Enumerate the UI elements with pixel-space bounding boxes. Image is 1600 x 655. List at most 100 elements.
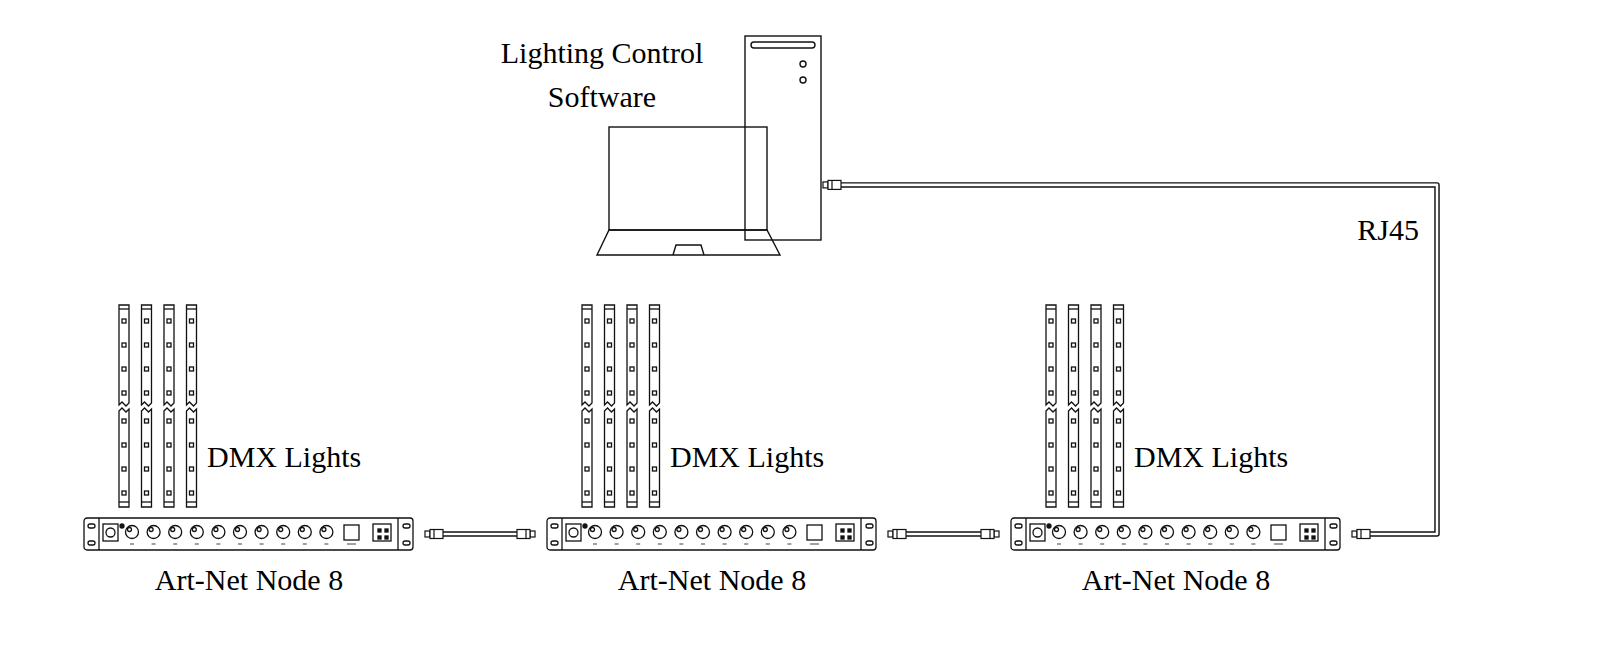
dmx-output (212, 526, 225, 545)
dmx-output (255, 526, 268, 545)
mount-hole (1015, 524, 1022, 528)
mount-hole (866, 541, 873, 545)
rack-unit-illustration (545, 516, 879, 554)
mount-hole (403, 541, 410, 545)
dmx-output (1053, 526, 1066, 545)
tower (745, 36, 821, 240)
rack-unit (547, 518, 876, 550)
dmx-output (234, 526, 247, 545)
dmx-light-group: DMX Lights (1039, 305, 1339, 510)
dmx-output (1204, 526, 1217, 545)
dmx-output (1247, 526, 1260, 545)
dmx-output (761, 526, 774, 545)
dmx-output (190, 526, 203, 545)
dmx-output (675, 526, 688, 545)
dmx-light-bars (112, 305, 212, 510)
lights-label: DMX Lights (670, 439, 824, 475)
light-bar (164, 305, 174, 507)
rj45-plug (981, 530, 999, 539)
light-bar (1114, 305, 1124, 507)
tower-button (800, 61, 806, 67)
mount-hole (88, 541, 95, 545)
dmx-output (697, 526, 710, 545)
laptop-screen (609, 127, 767, 230)
laptop-base (597, 230, 780, 255)
rack-unit-illustration (1009, 516, 1343, 554)
light-bar (119, 305, 129, 507)
tower-button (800, 77, 806, 83)
mount-hole (551, 541, 558, 545)
power-input (566, 524, 581, 541)
tower-slot (751, 42, 815, 48)
dmx-output (589, 526, 602, 545)
mount-hole (88, 524, 95, 528)
dmx-output (740, 526, 753, 545)
rj45-plug (1352, 530, 1370, 539)
dmx-light-group: DMX Lights (112, 305, 412, 510)
dmx-output (653, 526, 666, 545)
lights-label: DMX Lights (1134, 439, 1288, 475)
light-bar (605, 305, 615, 507)
light-bar (1046, 305, 1056, 507)
dmx-output (147, 526, 160, 545)
dmx-output (718, 526, 731, 545)
power-switch (1300, 524, 1318, 541)
dmx-output (1225, 526, 1238, 545)
light-bar (187, 305, 197, 507)
rj45-plug (517, 530, 535, 539)
dmx-output (1074, 526, 1087, 545)
computer-illustration (470, 30, 830, 292)
rj45-plug (425, 530, 443, 539)
dmx-output (320, 526, 333, 545)
device-label: Art-Net Node 8 (1009, 562, 1343, 598)
mount-hole (866, 524, 873, 528)
rack-unit (84, 518, 413, 550)
art-net-node: Art-Net Node 8 (1009, 516, 1349, 602)
rack-unit (1011, 518, 1340, 550)
dmx-output (1096, 526, 1109, 545)
dmx-output (1182, 526, 1195, 545)
ethernet-cable (425, 530, 535, 539)
dmx-light-group: DMX Lights (575, 305, 875, 510)
power-switch (373, 524, 391, 541)
device-label: Art-Net Node 8 (545, 562, 879, 598)
device-label: Art-Net Node 8 (82, 562, 416, 598)
dmx-output (783, 526, 796, 545)
dmx-output (298, 526, 311, 545)
art-net-node: Art-Net Node 8 (82, 516, 422, 602)
light-bar (1069, 305, 1079, 507)
light-bar (1091, 305, 1101, 507)
power-input (1030, 524, 1045, 541)
rj45-plug (823, 180, 841, 189)
mount-hole (551, 524, 558, 528)
lights-label: DMX Lights (207, 439, 361, 475)
dmx-light-bars (575, 305, 675, 510)
dmx-output (632, 526, 645, 545)
dmx-light-bars (1039, 305, 1139, 510)
light-bar (142, 305, 152, 507)
mount-hole (1015, 541, 1022, 545)
computer-workstation: Lighting Control Software (470, 30, 830, 262)
mount-hole (1330, 524, 1337, 528)
laptop-trackpad (673, 245, 704, 255)
ethernet-port (344, 525, 359, 540)
rj45-plug (888, 530, 906, 539)
dmx-output (610, 526, 623, 545)
cable-label: RJ45 (1355, 212, 1421, 248)
dmx-output (126, 526, 139, 545)
ethernet-cable (888, 530, 999, 539)
mount-hole (1330, 541, 1337, 545)
power-switch (836, 524, 854, 541)
dmx-output (1139, 526, 1152, 545)
software-label: Lighting Control Software (472, 31, 732, 119)
ethernet-port (807, 525, 822, 540)
ethernet-cable (823, 180, 1437, 538)
light-bar (582, 305, 592, 507)
dmx-output (1161, 526, 1174, 545)
rack-unit-illustration (82, 516, 416, 554)
dmx-output (1117, 526, 1130, 545)
